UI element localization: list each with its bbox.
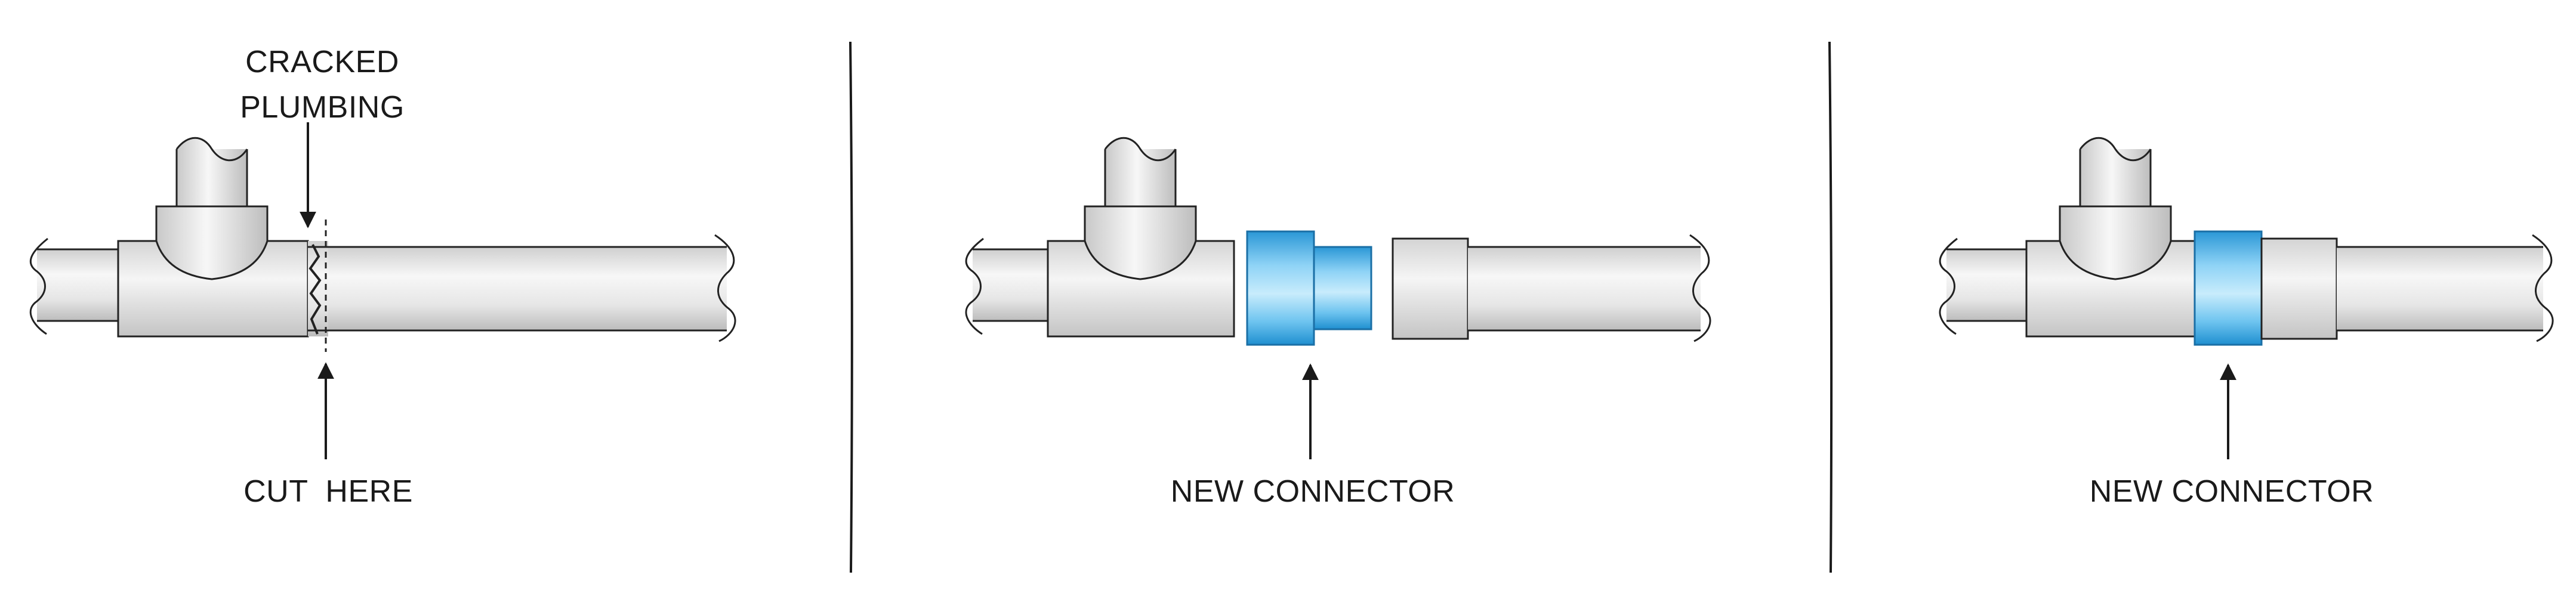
new-connector-label: NEW CONNECTOR (2089, 474, 2374, 509)
left-pipe-stub (1939, 237, 2029, 335)
pipe-socket (1392, 237, 1469, 340)
divider-right (1828, 41, 1833, 573)
blue-connector (1246, 230, 1372, 346)
panel-cut (29, 122, 736, 459)
tee-fitting (117, 137, 309, 338)
pipe-socket (2260, 237, 2338, 340)
cracked-plumbing-label-line1: CRACKED (245, 45, 399, 79)
cut-here-label: CUT HERE (243, 474, 413, 509)
new-connector-label: NEW CONNECTOR (1170, 474, 1455, 509)
blue-connector (2194, 230, 2263, 346)
right-long-pipe (1468, 234, 1711, 342)
tee-fitting (2025, 137, 2196, 338)
cracked-plumbing-label-line2: PLUMBING (240, 90, 405, 125)
divider-left (849, 41, 853, 573)
panel-connector-installed (1939, 137, 2554, 459)
right-long-pipe (308, 234, 736, 342)
cracked-section (308, 241, 328, 336)
left-pipe-stub (965, 237, 1050, 335)
tee-fitting (1047, 137, 1235, 338)
left-pipe-stub (29, 237, 121, 335)
right-long-pipe (2337, 234, 2554, 342)
panel-connector-open (965, 137, 1711, 459)
